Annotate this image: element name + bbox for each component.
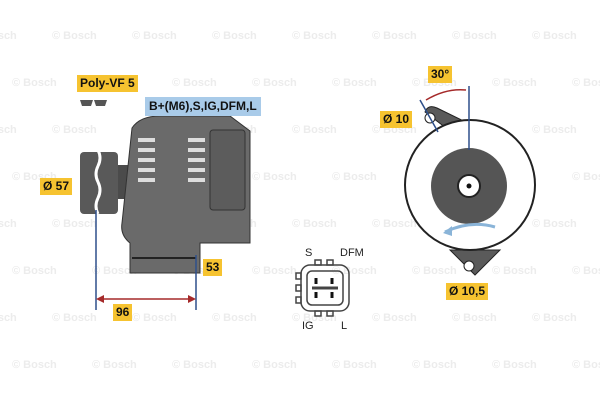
watermark: © Bosch <box>492 359 537 371</box>
watermark: © Bosch <box>172 359 217 371</box>
watermark: © Bosch <box>212 312 257 324</box>
front-view <box>404 86 536 276</box>
pin-l: L <box>341 320 348 332</box>
pin-ig: IG <box>302 320 314 332</box>
watermark: © Bosch <box>132 30 177 42</box>
watermark: © Bosch <box>252 265 297 277</box>
watermark: © Bosch <box>52 30 97 42</box>
belt-type-label: Poly-VF 5 <box>77 75 138 92</box>
watermark: © Bosch <box>292 218 337 230</box>
watermark: © Bosch <box>292 312 337 324</box>
watermark: © Bosch <box>372 312 417 324</box>
watermark: © Bosch <box>572 77 600 89</box>
watermark: © Bosch <box>452 30 497 42</box>
watermark: © Bosch <box>292 124 337 136</box>
belt-icon <box>80 100 107 106</box>
watermark: © Bosch <box>0 312 17 324</box>
watermark: © Bosch <box>332 171 377 183</box>
watermark: © Bosch <box>292 30 337 42</box>
watermark: © Bosch <box>492 265 537 277</box>
offset-label: 53 <box>203 259 223 276</box>
watermark: © Bosch <box>532 312 577 324</box>
watermark: © Bosch <box>572 171 600 183</box>
watermark: © Bosch <box>12 77 57 89</box>
length-label: 96 <box>113 304 133 321</box>
watermark: © Bosch <box>52 312 97 324</box>
watermark: © Bosch <box>572 265 600 277</box>
watermark: © Bosch <box>452 312 497 324</box>
alternator-body <box>121 115 251 274</box>
watermark: © Bosch <box>0 218 17 230</box>
watermark: © Bosch <box>0 30 17 42</box>
terminals-label: B+(M6),S,IG,DFM,L <box>145 97 261 116</box>
watermark: © Bosch <box>92 359 137 371</box>
watermark: © Bosch <box>412 265 457 277</box>
watermark: © Bosch <box>372 218 417 230</box>
angle-label: 30° <box>428 66 453 83</box>
watermark: © Bosch <box>332 77 377 89</box>
connector-diagram <box>295 259 350 317</box>
watermark: © Bosch <box>532 124 577 136</box>
watermark: © Bosch <box>252 171 297 183</box>
watermark: © Bosch <box>492 77 537 89</box>
watermark: © Bosch <box>372 30 417 42</box>
pulley-diameter-label: Ø 57 <box>40 178 73 195</box>
watermark: © Bosch <box>252 359 297 371</box>
lower-hole-label: Ø 10,5 <box>446 283 489 300</box>
pin-s: S <box>305 247 313 259</box>
pin-dfm: DFM <box>340 247 364 259</box>
watermark: © Bosch <box>252 77 297 89</box>
watermark: © Bosch <box>92 265 137 277</box>
watermark: © Bosch <box>132 312 177 324</box>
watermark: © Bosch <box>412 359 457 371</box>
watermark: © Bosch <box>572 359 600 371</box>
watermark: © Bosch <box>172 77 217 89</box>
pulley <box>80 149 128 215</box>
watermark: © Bosch <box>532 218 577 230</box>
watermark: © Bosch <box>52 218 97 230</box>
watermark: © Bosch <box>532 30 577 42</box>
watermark: © Bosch <box>12 265 57 277</box>
watermark: © Bosch <box>0 124 17 136</box>
watermark: © Bosch <box>332 359 377 371</box>
watermark: © Bosch <box>12 359 57 371</box>
upper-hole-label: Ø 10 <box>380 111 413 128</box>
watermark: © Bosch <box>212 30 257 42</box>
watermark: © Bosch <box>52 124 97 136</box>
